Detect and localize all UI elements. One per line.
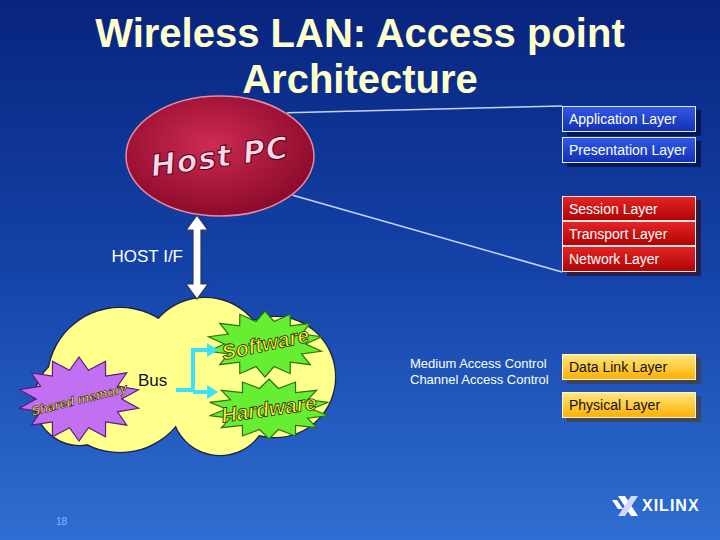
osi-layer-box: Session Layer [562,196,696,221]
ellipse-shape [126,96,314,216]
connector [293,195,562,272]
hardware-cloud: BusShared memory SoftwareHardware [20,295,340,455]
burst-shape [210,379,329,439]
logo-mark [612,500,623,509]
node-text: Bus [138,371,167,391]
node-text: Application Layer [569,111,676,127]
host-pc-ellipse: Host PC [125,95,315,217]
burst-shape [209,311,322,377]
osi-layer-box: Transport Layer [562,221,696,246]
connector-line [287,106,562,113]
osi-layer-box: Application Layer [562,106,696,132]
slide-label: XILINX [642,497,700,515]
slide-label: Channel Access Control [410,372,549,387]
slide-title: Wireless LAN: Access point Architecture [80,10,640,102]
logo-mark [618,496,638,516]
osi-layer-box: Presentation Layer [562,137,696,163]
slide-label: Medium Access Control [410,356,547,371]
node-text: Session Layer [569,201,658,217]
hardware-burst: Hardware [208,379,330,439]
node-text: Data Link Layer [569,359,667,375]
slide-label: 18 [56,516,67,527]
node-text: Network Layer [569,251,659,267]
node-text: Physical Layer [569,397,660,413]
osi-layer-box: Data Link Layer [562,354,696,380]
connector [287,106,562,113]
osi-layer-box: Physical Layer [562,392,696,418]
connector-label: HOST I/F [112,247,183,267]
software-burst: Software [207,311,323,377]
connector-line [293,195,562,272]
node-text: Transport Layer [569,226,667,242]
double-arrow [186,215,208,299]
node-text: Presentation Layer [569,142,687,158]
logo-mark [618,496,638,516]
shared-memory-burst: Shared memory [18,357,140,441]
osi-layer-box: Network Layer [562,246,696,272]
burst-shape [20,357,139,441]
connector [186,215,208,299]
